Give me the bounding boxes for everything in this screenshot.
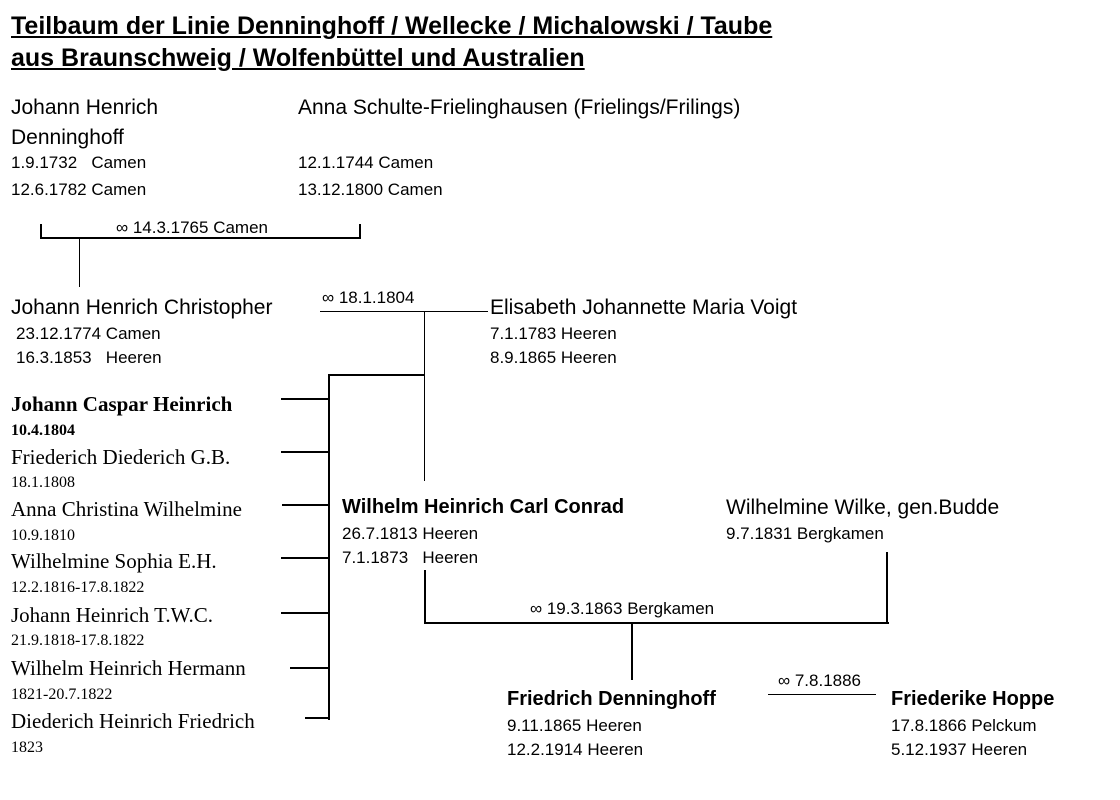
gen1-husband-name: Johann Henrich bbox=[11, 96, 159, 119]
child-name: Wilhelmine Sophia E.H. bbox=[11, 549, 217, 573]
connector-line bbox=[424, 622, 889, 624]
gen2-husband-birth: 23.12.1774 Camen bbox=[16, 324, 161, 343]
gen4-wife-name: Friederike Hoppe bbox=[891, 688, 1055, 710]
child-dates: 21.9.1818-17.8.1822 bbox=[11, 632, 145, 649]
child-dates: 1821-20.7.1822 bbox=[11, 686, 113, 703]
connector-line bbox=[282, 504, 329, 506]
gen1-husband-birth: 1.9.1732 Camen bbox=[11, 153, 147, 172]
gen3-husband-birth: 26.7.1813 Heeren bbox=[342, 524, 479, 543]
child-name: Wilhelm Heinrich Hermann bbox=[11, 656, 246, 680]
child-dates: 10.9.1810 bbox=[11, 527, 75, 544]
child-dates: 18.1.1808 bbox=[11, 474, 75, 491]
gen1-husband-death: 12.6.1782 Camen bbox=[11, 180, 147, 199]
gen3-wife-name: Wilhelmine Wilke, gen.Budde bbox=[726, 496, 1000, 519]
connector-line bbox=[886, 552, 888, 624]
gen3-wife-birth: 9.7.1831 Bergkamen bbox=[726, 524, 884, 543]
connector-line bbox=[40, 237, 361, 239]
connector-line bbox=[768, 694, 876, 695]
gen4-wife-birth: 17.8.1866 Pelckum bbox=[891, 716, 1037, 735]
gen2-wife-birth: 7.1.1783 Heeren bbox=[490, 324, 617, 343]
child-dates: 10.4.1804 bbox=[11, 422, 75, 439]
gen4-husband-death: 12.2.1914 Heeren bbox=[507, 740, 644, 759]
title-line-1: Teilbaum der Linie Denninghoff / Welleck… bbox=[11, 12, 773, 40]
gen2-husband-death: 16.3.1853 Heeren bbox=[16, 348, 162, 367]
gen1-wife-death: 13.12.1800 Camen bbox=[298, 180, 443, 199]
gen1-husband-surname: Denninghoff bbox=[11, 126, 124, 149]
gen4-wife-death: 5.12.1937 Heeren bbox=[891, 740, 1028, 759]
gen3-husband-death: 7.1.1873 Heeren bbox=[342, 548, 479, 567]
connector-line bbox=[424, 311, 425, 481]
connector-line bbox=[424, 570, 426, 624]
connector-line bbox=[281, 451, 329, 453]
gen2-marriage: ∞ 18.1.1804 bbox=[322, 288, 415, 307]
gen1-wife-birth: 12.1.1744 Camen bbox=[298, 153, 434, 172]
gen2-wife-death: 8.9.1865 Heeren bbox=[490, 348, 617, 367]
child-name: Johann Caspar Heinrich bbox=[11, 392, 233, 416]
connector-line bbox=[281, 612, 329, 614]
child-dates: 12.2.1816-17.8.1822 bbox=[11, 579, 145, 596]
child-name: Friederich Diederich G.B. bbox=[11, 445, 231, 469]
child-name: Diederich Heinrich Friedrich bbox=[11, 709, 255, 733]
gen3-husband-name: Wilhelm Heinrich Carl Conrad bbox=[342, 496, 625, 518]
gen2-husband-name: Johann Henrich Christopher bbox=[11, 296, 273, 319]
child-dates: 1823 bbox=[11, 739, 43, 756]
gen1-marriage: ∞ 14.3.1765 Camen bbox=[116, 218, 268, 237]
connector-line bbox=[305, 717, 329, 719]
connector-line bbox=[290, 667, 329, 669]
connector-line bbox=[329, 374, 425, 376]
gen4-marriage: ∞ 7.8.1886 bbox=[778, 671, 862, 690]
gen4-husband-birth: 9.11.1865 Heeren bbox=[507, 716, 642, 735]
connector-line bbox=[328, 374, 330, 720]
child-name: Johann Heinrich T.W.C. bbox=[11, 603, 214, 627]
connector-line bbox=[281, 398, 329, 400]
connector-line bbox=[359, 224, 361, 239]
connector-line bbox=[40, 224, 42, 239]
connector-line bbox=[281, 557, 329, 559]
connector-line bbox=[320, 311, 488, 312]
gen4-husband-name: Friedrich Denninghoff bbox=[507, 688, 716, 710]
gen2-wife-name: Elisabeth Johannette Maria Voigt bbox=[490, 296, 798, 319]
gen3-marriage: ∞ 19.3.1863 Bergkamen bbox=[530, 599, 715, 618]
gen1-wife-name: Anna Schulte-Frielinghausen (Frielings/F… bbox=[298, 96, 741, 119]
connector-line bbox=[631, 622, 633, 680]
connector-line bbox=[79, 237, 80, 287]
child-name: Anna Christina Wilhelmine bbox=[11, 497, 242, 521]
title-line-2: aus Braunschweig / Wolfenbüttel und Aust… bbox=[11, 44, 585, 72]
